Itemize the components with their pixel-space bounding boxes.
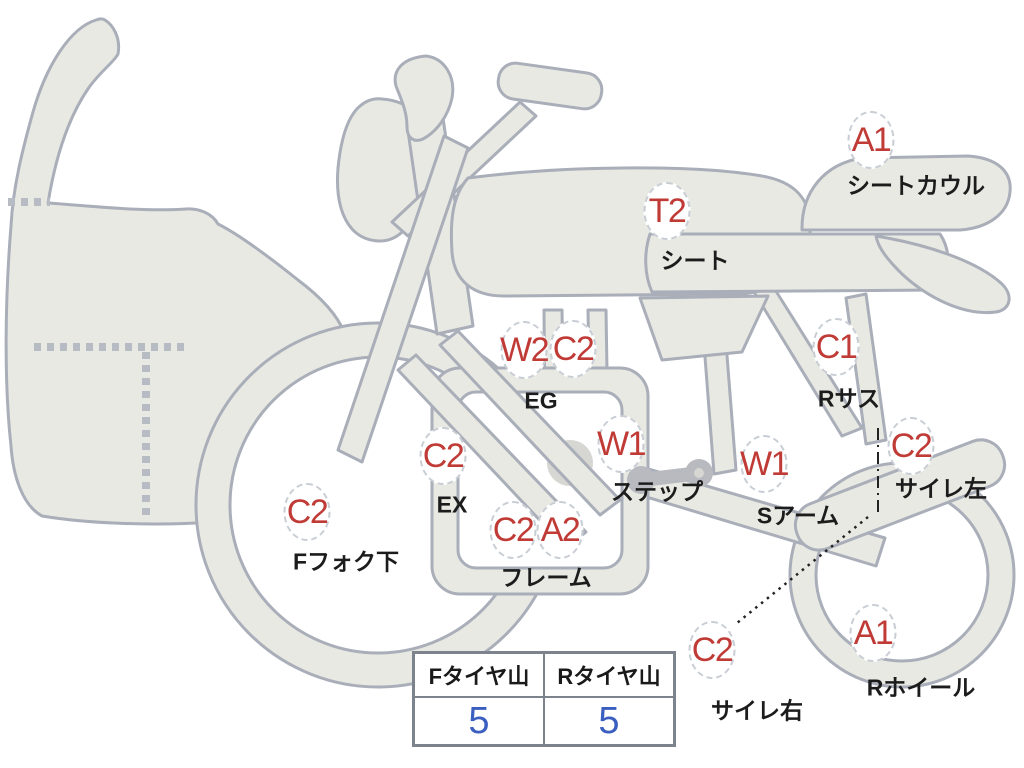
condition-badge: T2 — [643, 182, 691, 240]
condition-code: A1 — [853, 614, 894, 652]
condition-code: C2 — [552, 330, 595, 368]
silencer-right-pointer-line — [736, 516, 869, 624]
tire-tread-header-front: Fタイヤ山 — [412, 651, 545, 698]
part-label: EX — [436, 491, 468, 518]
condition-code: A1 — [851, 121, 892, 159]
condition-badge: C2 — [688, 621, 736, 679]
step-peg-cap — [694, 468, 704, 478]
part-label: フレーム — [500, 564, 592, 591]
front-fork — [336, 134, 470, 464]
part-label: Rサス — [817, 385, 881, 412]
part-label: シート — [660, 247, 730, 274]
part-label: ステップ — [611, 478, 703, 505]
condition-code: W1 — [597, 425, 647, 463]
condition-badge: A1 — [849, 604, 897, 662]
condition-badge: C2 — [283, 483, 331, 541]
condition-badge: C2 — [489, 501, 537, 559]
mirror — [393, 54, 455, 142]
muffler — [793, 438, 1007, 552]
condition-badge: C2 — [887, 417, 935, 475]
condition-badge: A2 — [536, 501, 584, 559]
condition-badge: W1 — [740, 435, 790, 493]
exhaust-pipe — [396, 353, 588, 550]
condition-badge: W2 — [500, 321, 550, 379]
condition-code: C2 — [890, 427, 933, 465]
condition-code: A2 — [540, 511, 581, 549]
condition-code: C2 — [492, 511, 535, 549]
condition-code: C1 — [815, 328, 858, 366]
tail-fin — [874, 234, 1011, 315]
condition-badge: W1 — [597, 415, 647, 473]
seat-cowl — [800, 154, 1012, 232]
tire-tread-value-rear: 5 — [543, 696, 676, 747]
exhaust-pipe — [438, 329, 622, 517]
part-label: サイレ右 — [711, 697, 803, 724]
part-label: シートカウル — [847, 172, 985, 199]
condition-badge: C2 — [549, 320, 597, 378]
part-label: Rホイール — [866, 674, 976, 701]
part-label: EG — [524, 387, 558, 414]
condition-badge: C1 — [812, 318, 860, 376]
step-bar — [641, 466, 701, 487]
handlebar — [496, 61, 604, 111]
condition-badge: C2 — [419, 427, 467, 485]
condition-code: W2 — [500, 331, 550, 369]
part-label: Sアーム — [756, 502, 840, 529]
condition-code: W1 — [740, 445, 790, 483]
part-label: サイレ左 — [895, 475, 987, 502]
condition-code: C2 — [691, 631, 734, 669]
condition-code: T2 — [648, 192, 687, 230]
side-cover — [638, 294, 770, 362]
part-label: Fフォク下 — [292, 548, 400, 575]
tire-tread-value-front: 5 — [412, 696, 545, 747]
condition-code: C2 — [286, 493, 329, 531]
tire-tread-table: Fタイヤ山 Rタイヤ山 5 5 — [412, 651, 676, 747]
condition-code: C2 — [422, 437, 465, 475]
condition-badge: A1 — [847, 111, 895, 169]
tire-tread-header-rear: Rタイヤ山 — [543, 651, 676, 698]
